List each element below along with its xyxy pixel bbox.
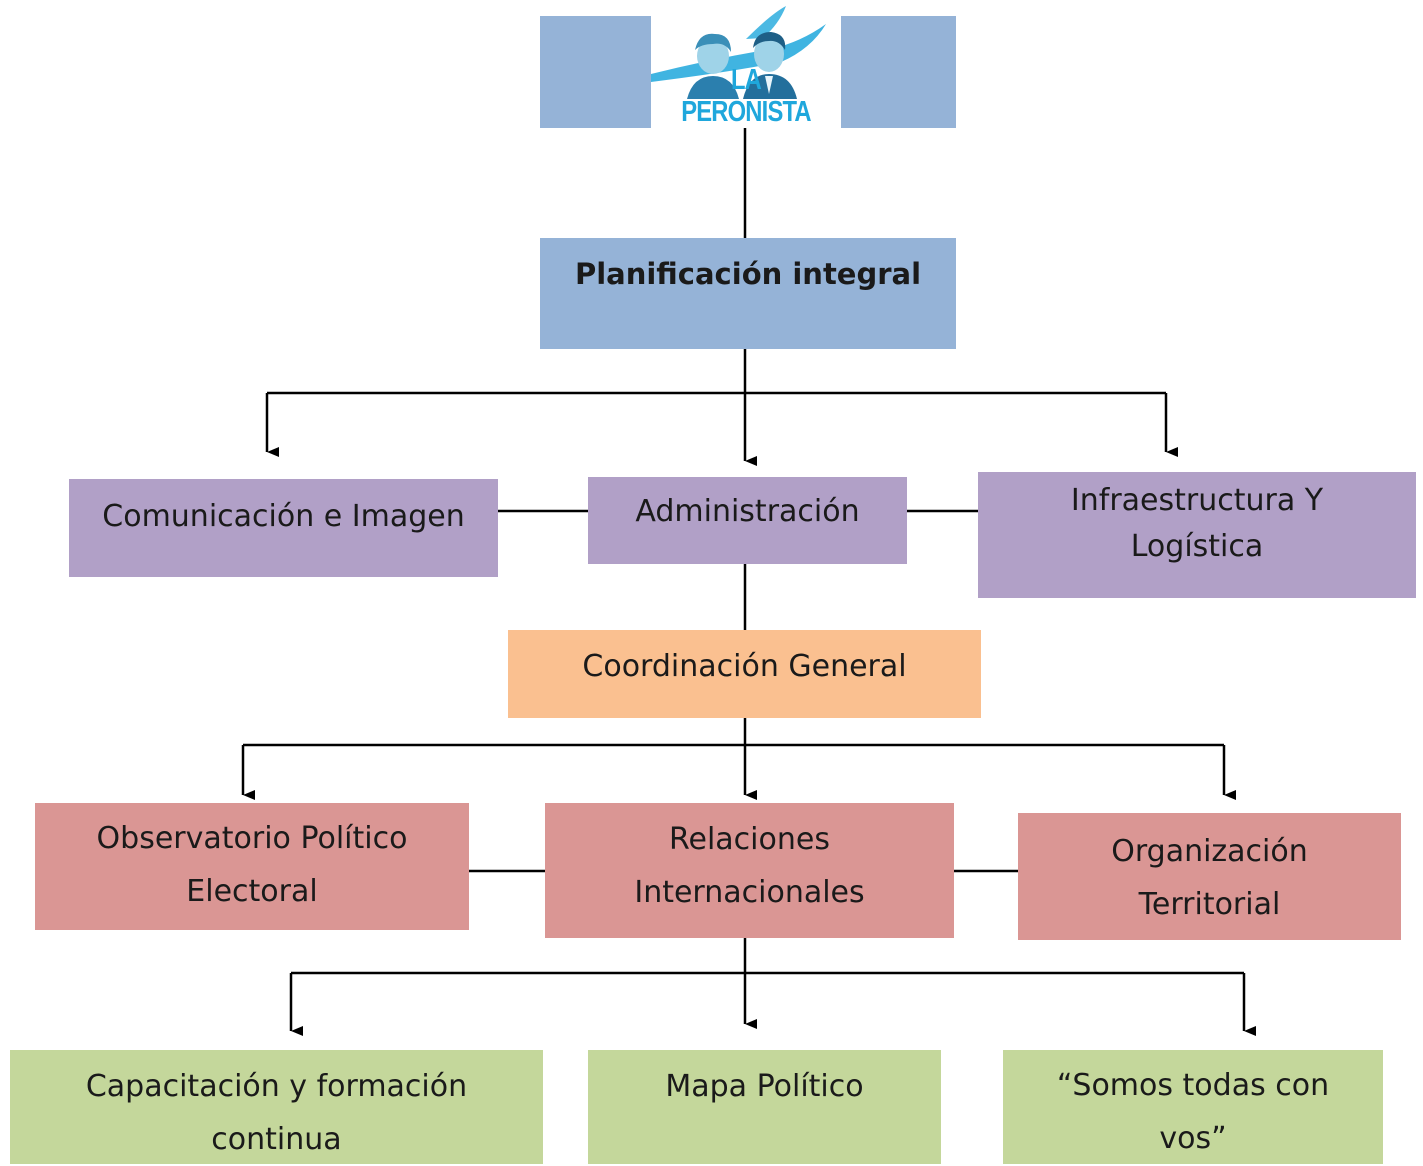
logo-background-right [841, 16, 956, 128]
node-organizacion-territorial: Organización Territorial [1018, 813, 1401, 940]
logo-illustration [651, 6, 826, 99]
node-somos-todas-con-vos: “Somos todas con vos” [1003, 1050, 1383, 1164]
node-observatorio-politico-electoral: Observatorio Político Electoral [35, 803, 469, 930]
node-infraestructura-label: Infraestructura Y Logística [1070, 483, 1324, 564]
node-observatorio-label: Observatorio Político Electoral [96, 820, 408, 909]
node-planificacion-integral: Planificación integral [540, 238, 956, 349]
node-relaciones-internacionales: Relaciones Internacionales [545, 803, 954, 938]
node-mapa-politico: Mapa Político [588, 1050, 941, 1164]
node-capacitacion-formacion-continua: Capacitación y formación continua [10, 1050, 543, 1164]
logo-image: LA PERONISTA [651, 4, 841, 128]
node-coordinacion-label: Coordinación General [582, 648, 907, 684]
node-capacitacion-label: Capacitación y formación continua [85, 1069, 468, 1157]
node-administracion-label: Administración [635, 494, 860, 529]
logo-background-left [540, 16, 651, 128]
node-comunicacion-imagen: Comunicación e Imagen [69, 479, 498, 577]
node-coordinacion-general: Coordinación General [508, 630, 981, 718]
node-somos-label: “Somos todas con vos” [1056, 1068, 1330, 1156]
node-administracion: Administración [588, 477, 907, 564]
node-planificacion-label: Planificación integral [574, 257, 922, 291]
node-comunicacion-label: Comunicación e Imagen [102, 498, 465, 534]
node-relaciones-label: Relaciones Internacionales [634, 821, 865, 910]
node-infraestructura-logistica: Infraestructura Y Logística [978, 472, 1416, 598]
logo-text: LA PERONISTA [681, 64, 811, 128]
node-mapa-label: Mapa Político [665, 1069, 864, 1104]
node-organizacion-label: Organización Territorial [1111, 833, 1308, 922]
